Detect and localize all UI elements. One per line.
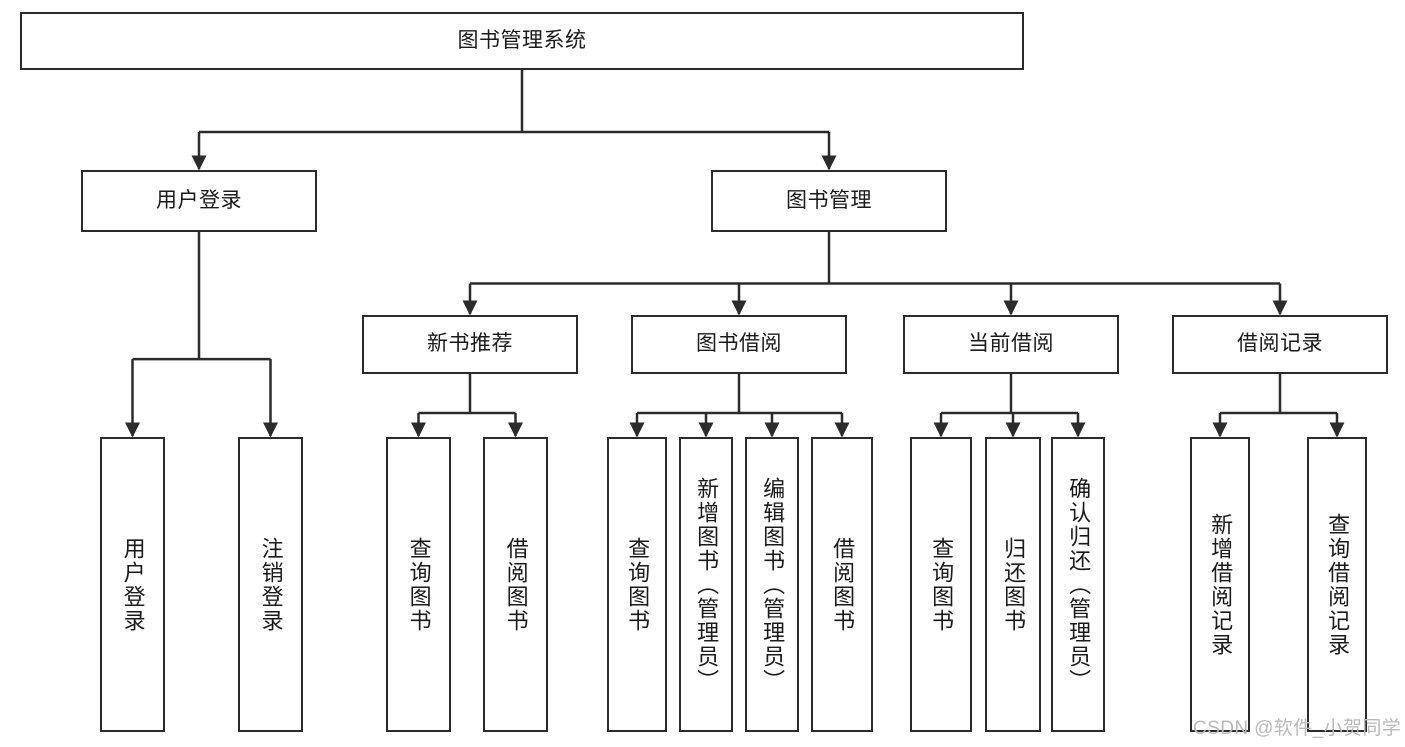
node-user_login[interactable]: 用户登录: [81, 170, 317, 232]
watermark: CSDN @软件_小贺同学: [1193, 718, 1402, 739]
node-label: 图书借阅: [696, 332, 782, 356]
node-leaf_user_login[interactable]: 用户登录: [100, 437, 165, 732]
node-leaf_add_record[interactable]: 新增借阅记录: [1190, 437, 1250, 732]
node-label: 图书管理系统: [457, 28, 587, 52]
node-leaf_return_book[interactable]: 归还图书: [985, 437, 1041, 732]
node-label: 当前借阅: [968, 332, 1054, 356]
node-current_borrow[interactable]: 当前借阅: [903, 315, 1119, 374]
node-borrow_record[interactable]: 借阅记录: [1172, 315, 1388, 374]
node-label: 新书推荐: [427, 332, 513, 356]
node-label: 查询图书: [406, 536, 432, 633]
node-label: 用户登录: [156, 188, 242, 212]
connector-lines: [125, 70, 1345, 438]
node-root[interactable]: 图书管理系统: [20, 12, 1024, 70]
node-leaf_query_book[interactable]: 查询图书: [607, 437, 667, 732]
node-leaf_confirm_return[interactable]: 确认归还（管理员）: [1051, 437, 1105, 732]
node-label: 查询图书: [929, 536, 955, 633]
node-label: 新增图书（管理员）: [694, 476, 720, 693]
node-label: 新增借阅记录: [1208, 512, 1234, 657]
node-leaf_edit_book[interactable]: 编辑图书（管理员）: [745, 437, 799, 732]
node-leaf_borrow_book_rec[interactable]: 借阅图书: [483, 437, 548, 732]
node-label: 归还图书: [1001, 536, 1027, 633]
node-leaf_query_book_rec[interactable]: 查询图书: [386, 437, 451, 732]
node-label: 借阅图书: [503, 536, 529, 633]
node-label: 查询图书: [625, 536, 651, 633]
node-leaf_user_logout[interactable]: 注销登录: [238, 437, 303, 732]
node-label: 借阅图书: [830, 536, 856, 633]
node-label: 用户登录: [120, 536, 146, 633]
node-leaf_add_book[interactable]: 新增图书（管理员）: [679, 437, 733, 732]
node-book_manage[interactable]: 图书管理: [711, 170, 947, 232]
node-leaf_query_record[interactable]: 查询借阅记录: [1307, 437, 1367, 732]
node-label: 注销登录: [258, 536, 284, 633]
node-label: 借阅记录: [1237, 332, 1323, 356]
node-book_borrow[interactable]: 图书借阅: [631, 315, 847, 374]
node-label: 图书管理: [786, 188, 872, 212]
node-label: 编辑图书（管理员）: [760, 476, 786, 693]
node-label: 确认归还（管理员）: [1066, 476, 1092, 693]
node-label: 查询借阅记录: [1325, 512, 1351, 657]
node-leaf_borrow_book[interactable]: 借阅图书: [811, 437, 873, 732]
node-leaf_query_book_cur[interactable]: 查询图书: [910, 437, 972, 732]
node-new_book_rec[interactable]: 新书推荐: [362, 315, 578, 374]
